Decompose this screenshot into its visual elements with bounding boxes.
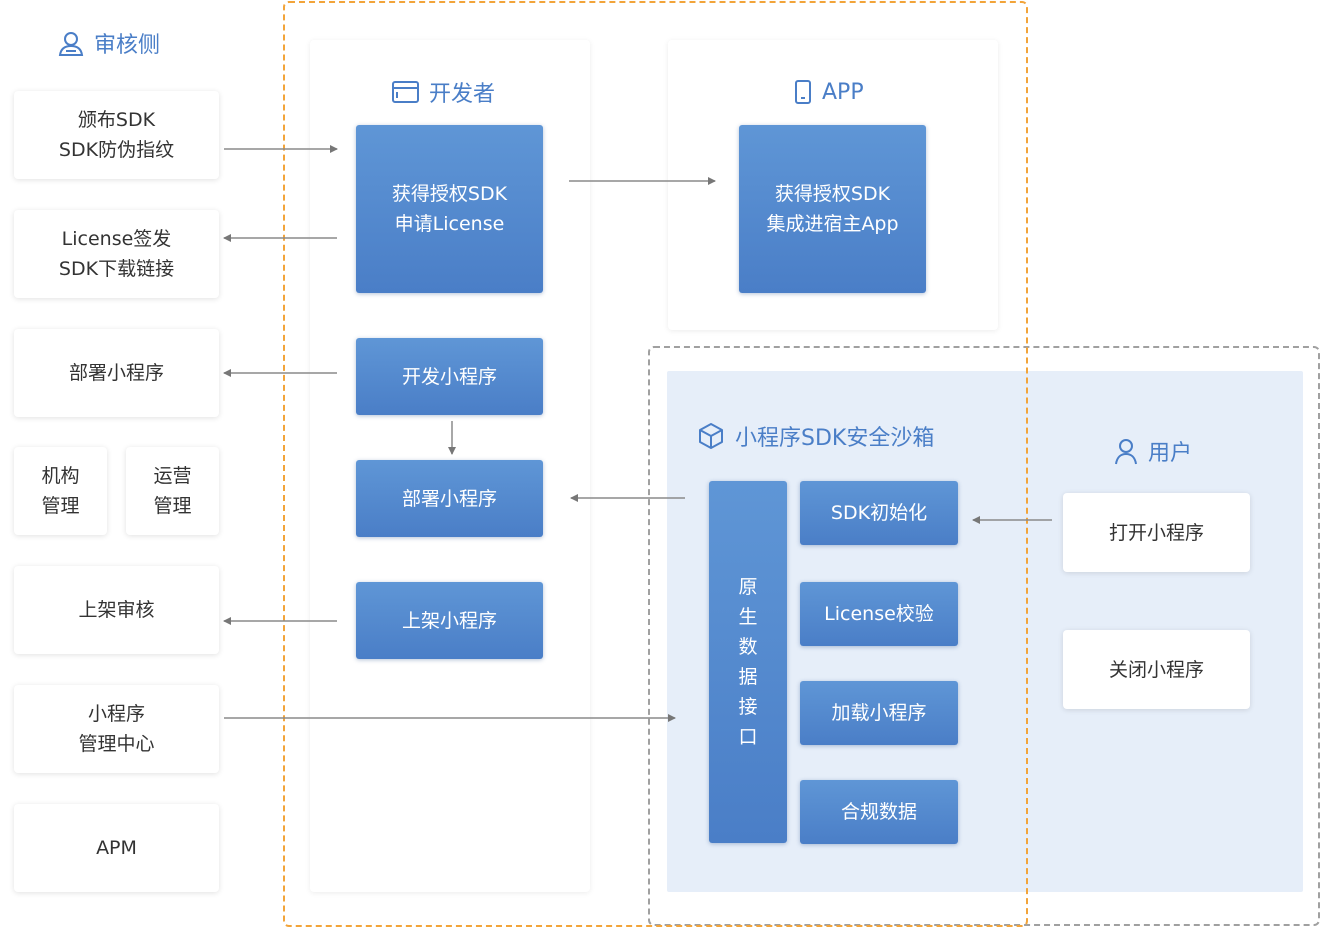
app-title-text: APP <box>822 79 864 105</box>
developer-title: 开发者 <box>392 75 495 109</box>
user-icon <box>1115 439 1137 465</box>
mini-program-center-card: 小程序 管理中心 <box>14 685 219 773</box>
ops-manage-card: 运营 管理 <box>126 447 219 535</box>
sdk-init-box: SDK初始化 <box>800 481 958 545</box>
integrate-sdk-box: 获得授权SDK 集成进宿主App <box>739 125 926 293</box>
develop-mini-box: 开发小程序 <box>356 338 543 415</box>
listing-review-card: 上架审核 <box>14 566 219 654</box>
org-manage-card: 机构 管理 <box>14 447 107 535</box>
apm-card: APM <box>14 804 219 892</box>
native-api-label: 原生数据接口 <box>738 576 758 748</box>
review-side-title: 审核侧 <box>58 26 160 60</box>
user-title-text: 用户 <box>1148 441 1193 466</box>
browser-window-icon <box>392 81 419 103</box>
deploy-mini-box: 部署小程序 <box>356 460 543 537</box>
phone-icon <box>795 80 811 104</box>
license-issue-card: License签发 SDK下载链接 <box>14 210 219 298</box>
native-api-box: 原生数据接口 <box>709 481 787 843</box>
deploy-review-card: 部署小程序 <box>14 329 219 417</box>
get-sdk-box: 获得授权SDK 申请License <box>356 125 543 293</box>
compliance-data-box: 合规数据 <box>800 780 958 844</box>
app-title: APP <box>794 75 864 109</box>
publish-mini-box: 上架小程序 <box>356 582 543 659</box>
close-mini-card: 关闭小程序 <box>1063 630 1250 709</box>
review-side-title-text: 审核侧 <box>94 33 161 58</box>
load-mini-box: 加载小程序 <box>800 681 958 745</box>
sandbox-title: 小程序SDK安全沙箱 <box>697 419 934 453</box>
person-icon <box>58 32 84 56</box>
cube-icon <box>699 423 723 449</box>
user-title: 用户 <box>1114 434 1192 468</box>
publish-sdk-card: 颁布SDK SDK防伪指纹 <box>14 91 219 179</box>
orange-dashed-group <box>283 1 1028 927</box>
sandbox-title-text: 小程序SDK安全沙箱 <box>735 426 935 451</box>
license-check-box: License校验 <box>800 582 958 646</box>
developer-title-text: 开发者 <box>429 82 496 107</box>
open-mini-card: 打开小程序 <box>1063 493 1250 572</box>
